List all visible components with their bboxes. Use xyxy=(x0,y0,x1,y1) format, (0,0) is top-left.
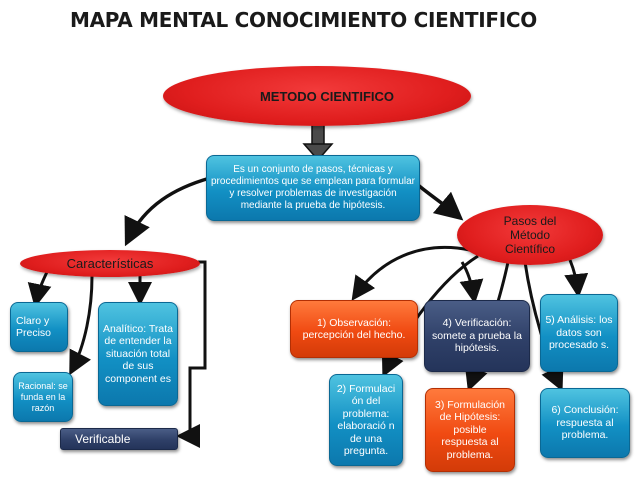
paso3-hipotesis-box: 3) Formulación de Hipótesis: posible res… xyxy=(425,388,515,472)
arrow-to-verificable xyxy=(176,260,207,448)
paso6-conclusion-box: 6) Conclusión: respuesta al problema. xyxy=(540,388,630,458)
arrow-to-paso5 xyxy=(564,259,589,298)
down-arrow-icon xyxy=(302,123,334,162)
paso1-observacion-box: 1) Observación: percepción del hecho. xyxy=(290,300,418,358)
arrow-to-claro xyxy=(27,269,52,308)
page-title: MAPA MENTAL CONOCIMIENTO CIENTIFICO xyxy=(70,8,538,32)
caracteristicas-label: Características xyxy=(66,256,154,271)
arrow-to-caracteristicas xyxy=(124,176,211,247)
paso4-verificacion-box: 4) Verificación: somete a prueba la hipó… xyxy=(424,300,530,372)
arrow-to-paso4 xyxy=(459,261,484,304)
racional-box: Racional: se funda en la razón xyxy=(13,372,73,422)
definicion-box: Es un conjunto de pasos, técnicas y proc… xyxy=(206,155,420,221)
metodo-cientifico-label: METODO CIENTIFICO xyxy=(259,88,395,104)
arrow-to-pasos xyxy=(416,183,464,221)
caracteristicas-node: Características xyxy=(20,250,200,277)
claro-preciso-box: Claro y Preciso xyxy=(10,302,68,352)
analitico-box: Analítico: Trata de entender la situació… xyxy=(98,302,178,406)
paso5-analisis-box: 5) Análisis: los datos son procesado s. xyxy=(540,294,618,372)
metodo-cientifico-node: METODO CIENTIFICO xyxy=(163,66,471,126)
paso2-problema-box: 2) Formulaci ón del problema: elaboració… xyxy=(329,374,403,466)
pasos-node: Pasos del Método Científico xyxy=(457,205,603,265)
arrow-to-paso1 xyxy=(351,245,471,301)
verificable-box: Verificable xyxy=(60,428,178,450)
pasos-label: Pasos del Método Científico xyxy=(503,214,557,256)
arrow-to-racional xyxy=(69,275,94,376)
